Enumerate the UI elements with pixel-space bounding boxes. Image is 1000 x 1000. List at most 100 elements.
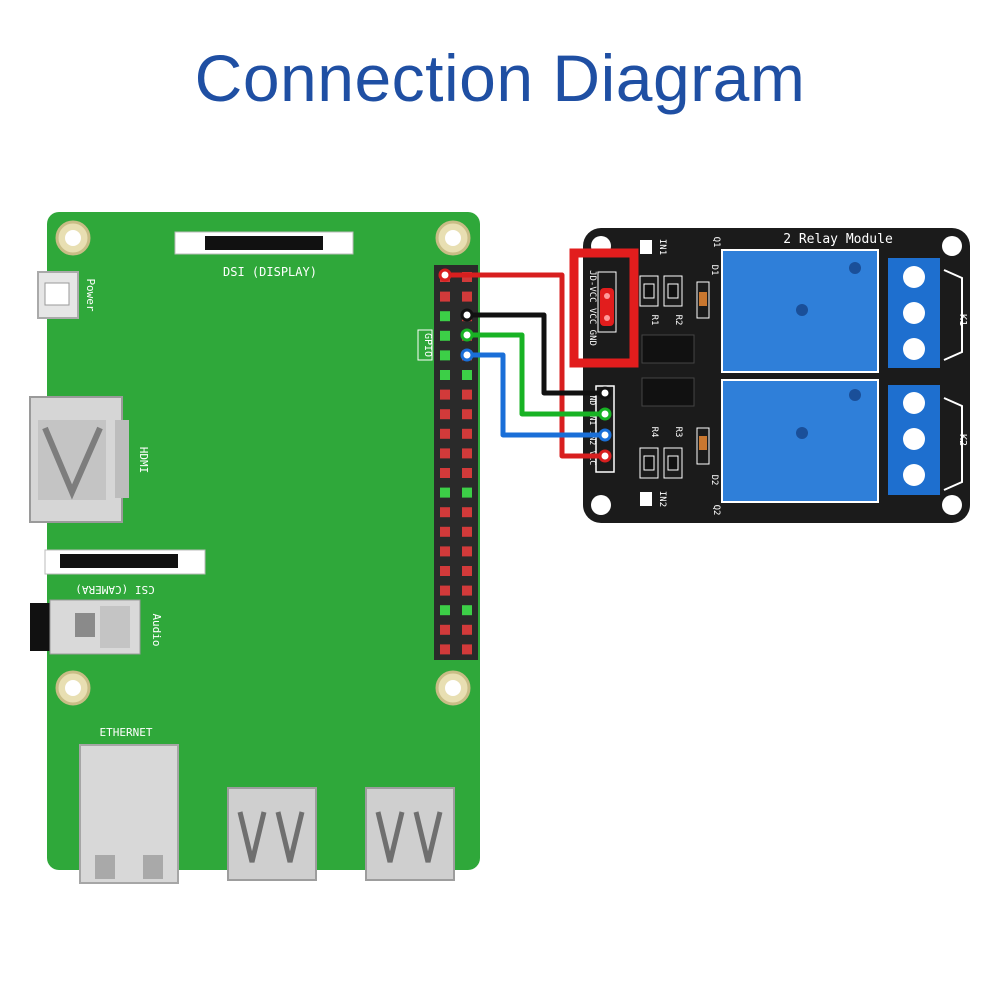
gpio-pin [462, 409, 472, 420]
in1-wire-end [598, 407, 612, 421]
relay-module-title: 2 Relay Module [783, 232, 893, 247]
k1-label: K1 [957, 314, 968, 326]
diode-d2 [696, 427, 710, 465]
usb-port [365, 787, 455, 881]
relay-mount-hole [942, 236, 962, 256]
gpio-pin [440, 526, 450, 537]
in1-led-label: IN1 [657, 239, 667, 255]
r2-label: R2 [673, 315, 683, 326]
gpio-pin [462, 291, 472, 302]
optocoupler [641, 334, 695, 364]
gpio-pin [440, 605, 450, 616]
relay-mount-hole [591, 495, 611, 515]
gpio-label-box [417, 329, 433, 361]
vcc-wire-end [598, 449, 612, 463]
power-port [37, 271, 79, 319]
in1-wire [464, 332, 608, 417]
jumper-cap [600, 288, 614, 326]
relay-mount-hole [942, 495, 962, 515]
relay-k1 [721, 249, 879, 373]
in2-wire-end [460, 348, 474, 362]
gpio-pin [440, 409, 450, 420]
ethernet-port [79, 744, 179, 884]
mounting-hole [435, 670, 471, 706]
in2-wire [464, 352, 608, 438]
gpio-pin [440, 566, 450, 576]
gnd-wire [464, 312, 608, 396]
gpio-header [434, 265, 478, 660]
header-pin-label: GND [588, 391, 597, 406]
resistor-r3 [663, 447, 683, 479]
gpio-pin [462, 546, 472, 557]
r3-label: R3 [673, 427, 683, 438]
audio-jack [30, 599, 141, 655]
diagram-title: Connection Diagram [194, 41, 806, 115]
audio-label: Audio [150, 613, 163, 646]
hdmi-port [29, 396, 129, 523]
q2-label: Q2 [711, 505, 721, 516]
q1-label: Q1 [711, 237, 721, 248]
header-pin-label: IN2 [588, 431, 597, 446]
resistor-r4 [639, 447, 659, 479]
d1-label: D1 [709, 265, 719, 276]
gpio-pin [440, 546, 450, 557]
diode-d1 [696, 281, 710, 319]
gpio-pin [440, 428, 450, 439]
terminal-block-k1 [888, 258, 940, 368]
optocoupler [641, 377, 695, 407]
ethernet-label: ETHERNET [100, 726, 153, 739]
mounting-hole [435, 220, 471, 256]
gpio-pin [462, 605, 472, 616]
vcc-wire [442, 272, 608, 459]
gpio-pin [462, 507, 472, 518]
in1-wire-end [460, 328, 474, 342]
r1-label: R1 [649, 315, 659, 326]
in1-led [640, 240, 652, 254]
csi-connector [44, 549, 206, 575]
gpio-pin [462, 448, 472, 459]
gpio-pin [440, 370, 450, 380]
wires [438, 268, 612, 463]
dsi-connector [174, 231, 354, 255]
in2-led-label: IN2 [657, 491, 667, 507]
dsi-label: DSI (DISPLAY) [223, 265, 317, 279]
jumper-highlight [569, 248, 639, 368]
gpio-pin [462, 526, 472, 537]
power-label: Power [84, 278, 97, 311]
k2-label: K2 [957, 434, 968, 446]
pi-pcb [47, 212, 480, 870]
gpio-pin [462, 566, 472, 576]
raspberry-pi-board: Power DSI (DISPLAY) GPIO HDMI CSI (CAME [29, 212, 480, 884]
mounting-hole [55, 220, 91, 256]
gpio-pin [462, 624, 472, 635]
gpio-pin [440, 468, 450, 478]
resistor-r2 [663, 275, 683, 307]
csi-label: CSI (CAMERA) [75, 583, 154, 596]
gpio-pin [440, 487, 450, 498]
vcc-wire-end [438, 268, 452, 282]
gnd-wire-end [460, 308, 474, 322]
gnd-wire-end [598, 386, 612, 400]
gpio-pin [462, 468, 472, 478]
r4-label: R4 [649, 427, 659, 438]
relay-module: 2 Relay Module K1 K2 IN1 IN2 Q1 Q2 [569, 228, 970, 523]
gpio-pin [440, 350, 450, 361]
input-header [595, 385, 615, 473]
gpio-pin [462, 585, 472, 596]
d2-label: D2 [709, 475, 719, 486]
gpio-pin [440, 311, 450, 322]
gpio-pin [462, 487, 472, 498]
gpio-pin [440, 330, 450, 341]
gpio-pin [462, 370, 472, 380]
gpio-pin [440, 291, 450, 302]
gpio-pin [462, 389, 472, 400]
hdmi-label: HDMI [137, 447, 150, 474]
gpio-pin [440, 507, 450, 518]
gpio-pin [440, 624, 450, 635]
relay-k2 [721, 379, 879, 503]
in2-wire-end [598, 428, 612, 442]
jumper-label: JD-VCC VCC GND [587, 270, 597, 346]
gpio-pin [462, 428, 472, 439]
in2-led [640, 492, 652, 506]
